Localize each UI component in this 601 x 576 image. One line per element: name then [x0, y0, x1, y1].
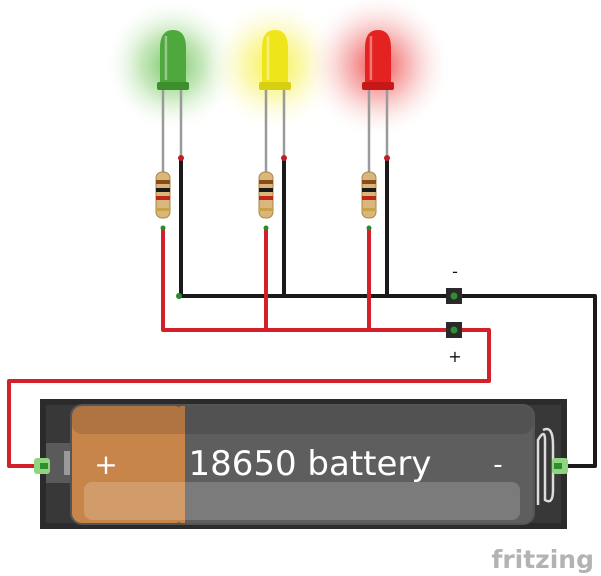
- positive-wire-ends: [160, 225, 372, 231]
- negative-terminal-label: -: [452, 262, 458, 281]
- positive-terminal-label: +: [448, 347, 461, 366]
- negative-terminal: [446, 288, 462, 304]
- led-red: [362, 30, 394, 90]
- led-leads: [161, 88, 389, 175]
- fritzing-logo: fritzing: [491, 545, 594, 574]
- negative-wires: [178, 158, 597, 468]
- battery-plus-symbol: +: [94, 448, 117, 481]
- battery-spring: [536, 427, 555, 505]
- resistor-1: [155, 171, 171, 219]
- positive-terminal: [446, 322, 462, 338]
- resistor-2: [258, 171, 274, 219]
- junction-dot: [176, 293, 182, 299]
- battery-label: 18650 battery: [188, 444, 431, 484]
- led-yellow: [259, 30, 291, 90]
- positive-wires: [7, 228, 491, 468]
- negative-wire-ends: [178, 155, 390, 161]
- resistor-3: [361, 171, 377, 219]
- battery-cell: [70, 404, 535, 525]
- battery-minus-symbol: -: [493, 450, 502, 480]
- led-green: [157, 30, 189, 90]
